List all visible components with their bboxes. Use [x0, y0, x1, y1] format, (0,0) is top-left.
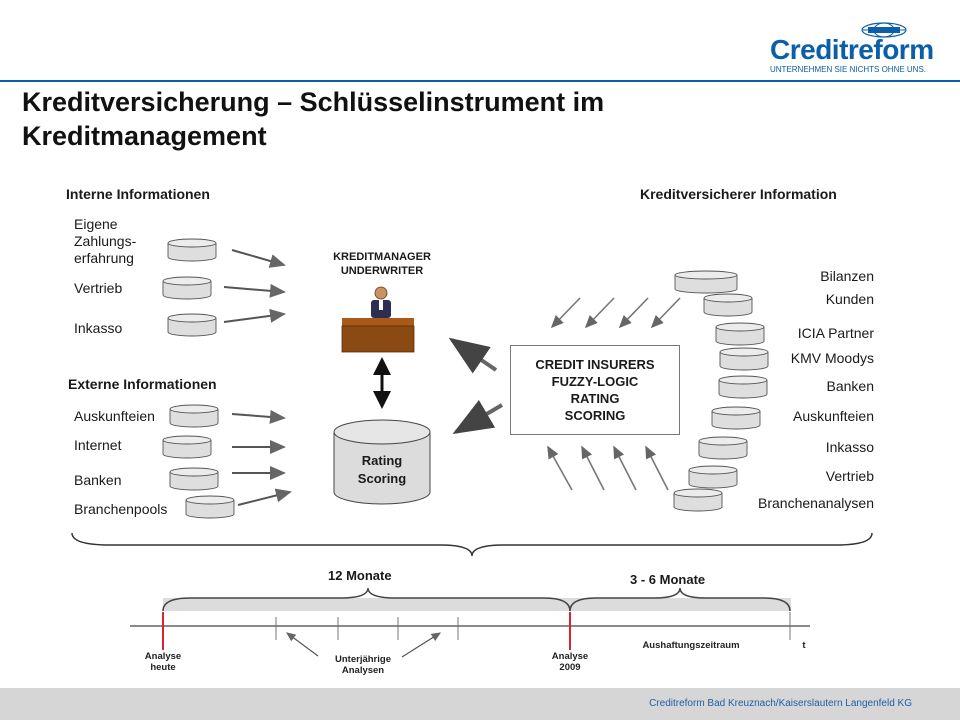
summary-brace [71, 532, 873, 557]
database-cylinder-icon [688, 465, 738, 489]
manager-label: KREDITMANAGER UNDERWRITER [333, 251, 431, 277]
logo-tagline: UNTERNEHMEN SIE NICHTS OHNE UNS. [770, 65, 927, 74]
footer-bar: Creditreform Bad Kreuznach/Kaiserslauter… [0, 688, 960, 720]
kv-item: Bilanzen [820, 268, 874, 284]
database-cylinder-icon [167, 238, 217, 262]
database-cylinder-icon [711, 406, 761, 430]
database-cylinder-icon [673, 488, 723, 512]
database-cylinder-icon [162, 276, 212, 300]
kreditversicherer-heading: Kreditversicherer Information [640, 186, 837, 202]
kv-item: Vertrieb [825, 468, 874, 484]
footer-text: Creditreform Bad Kreuznach/Kaiserslauter… [649, 698, 912, 709]
unterjaehrige-label: Unterjährige Analysen [335, 654, 391, 676]
logo-wordmark: Creditreform [770, 34, 934, 65]
kv-item: Banken [826, 378, 874, 394]
database-cylinder-icon [703, 293, 753, 317]
underwriter-figure [341, 286, 415, 353]
database-cylinder-icon [162, 435, 212, 459]
database-cylinder-icon [185, 495, 235, 519]
externe-item: Auskunfteien [74, 408, 155, 424]
externe-item: Branchenpools [74, 501, 168, 517]
database-cylinder-icon [674, 270, 738, 294]
database-cylinder-icon [169, 467, 219, 491]
globe-icon [861, 22, 907, 38]
kv-item: Branchenanalysen [758, 495, 874, 511]
kv-item: ICIA Partner [797, 325, 874, 341]
span-3-6-monate: 3 - 6 Monate [630, 572, 706, 587]
arrow-eigene [231, 249, 286, 268]
externe-item: Internet [74, 437, 122, 453]
rating-label: Rating Scoring [357, 453, 407, 486]
analyse-2009-label: Analyse 2009 [551, 651, 589, 673]
kv-item: Inkasso [825, 439, 874, 455]
rating-scoring-database [333, 419, 431, 505]
kv-item: Kunden [825, 291, 874, 307]
database-cylinder-icon [719, 347, 769, 371]
time-axis-label: t [802, 640, 806, 651]
interne-heading: Interne Informationen [66, 186, 210, 202]
analyse-heute-label: Analyse heute [144, 651, 182, 673]
page-title: Kreditversicherung – Schlüsselinstrument… [22, 87, 605, 151]
database-cylinder-icon [167, 313, 217, 337]
database-cylinder-icon [718, 375, 768, 399]
database-cylinder-icon [169, 404, 219, 428]
interne-item: Vertrieb [74, 280, 123, 296]
externe-item: Banken [74, 472, 122, 488]
credit-insurers-box: CREDIT INSURERS FUZZY-LOGIC RATING SCORI… [510, 345, 680, 435]
kv-item: KMV Moodys [790, 350, 874, 366]
interne-item: Eigene Zahlungs- erfahrung [74, 216, 137, 266]
database-cylinder-icon [715, 322, 765, 346]
creditreform-logo: Creditreform UNTERNEHMEN SIE NICHTS OHNE… [764, 22, 934, 74]
database-cylinder-icon [698, 436, 748, 460]
kv-item: Auskunfteien [793, 408, 874, 424]
interne-item: Inkasso [74, 320, 123, 336]
span-12-monate: 12 Monate [328, 568, 392, 583]
externe-heading: Externe Informationen [68, 376, 217, 392]
header-divider [0, 80, 960, 82]
aushaftung-label: Aushaftungszeitraum [642, 640, 740, 651]
